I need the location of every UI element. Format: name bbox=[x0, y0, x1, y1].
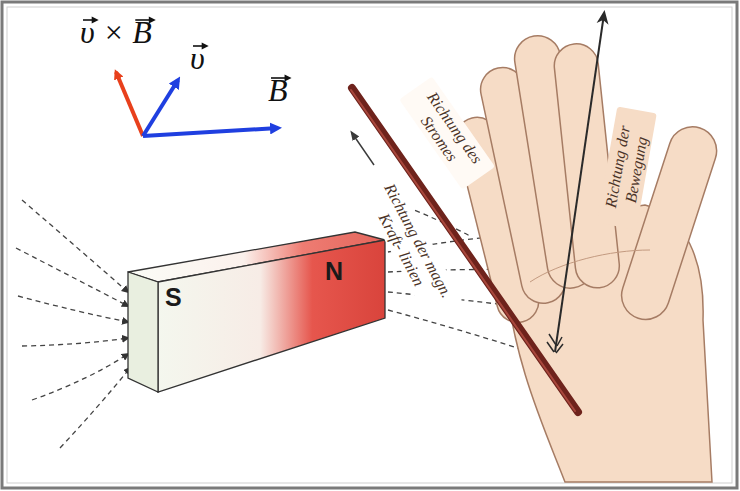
bar-magnet: SN bbox=[125, 225, 390, 395]
vector-label: υ × B bbox=[80, 12, 152, 54]
pole-letter: N bbox=[325, 259, 343, 284]
motion-direction-label: Richtung der Bewegung bbox=[597, 106, 657, 229]
magnet-outline bbox=[125, 225, 390, 395]
palm-crease bbox=[530, 250, 650, 282]
pole-letter: S bbox=[165, 285, 182, 310]
frame-inner bbox=[7, 7, 732, 483]
hand bbox=[452, 32, 723, 482]
vector-triad bbox=[116, 72, 278, 136]
current-direction-label: Richtung des Stromes bbox=[399, 76, 495, 189]
vector-label: υ bbox=[190, 38, 205, 80]
field-lines-left bbox=[16, 200, 130, 448]
vector-label: B bbox=[268, 70, 288, 112]
velocity-arrow bbox=[143, 80, 178, 136]
cross-product-arrow bbox=[116, 72, 143, 136]
motion-arrow bbox=[547, 14, 604, 353]
field-arrow bbox=[143, 128, 278, 136]
current-arrow bbox=[352, 133, 374, 165]
